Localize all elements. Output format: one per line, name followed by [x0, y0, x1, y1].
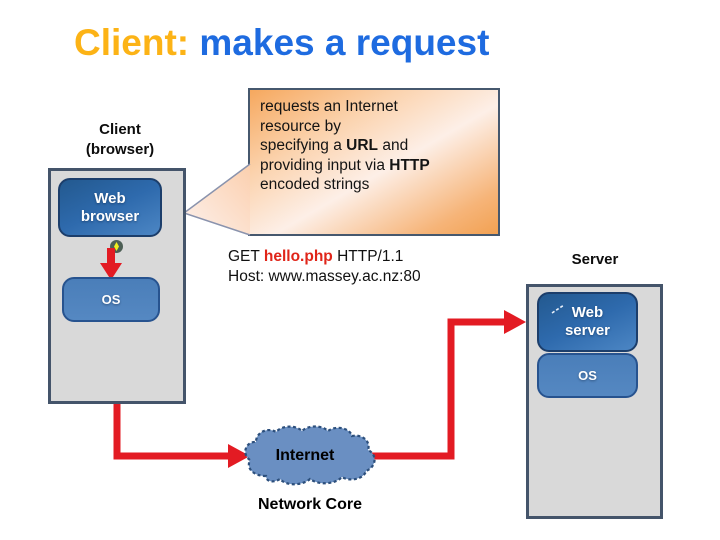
- client-label: Client (browser): [56, 120, 184, 160]
- arrowhead-to-server-icon: [504, 310, 526, 334]
- down-arrow-icon: [100, 248, 122, 280]
- network-core-label: Network Core: [257, 496, 363, 513]
- spark-icon: [114, 242, 119, 251]
- request-line: GET hello.php HTTP/1.1: [228, 247, 421, 267]
- server-os-box: OS: [537, 353, 638, 398]
- callout-line: resource by: [260, 117, 341, 135]
- web-server-label-line2: server: [564, 322, 611, 339]
- client-os-box: OS: [62, 277, 160, 322]
- callout-line: encoded strings: [260, 176, 370, 193]
- internet-cloud-shape: [244, 425, 376, 486]
- callout-text: specifying a: [260, 137, 347, 154]
- web-browser-label-line2: browser: [80, 207, 140, 225]
- http-request-text: GET hello.php HTTP/1.1 Host: www.massey.…: [228, 247, 421, 286]
- internet-cloud-label: Internet: [275, 447, 335, 464]
- request-host-line: Host: www.massey.ac.nz:80: [228, 267, 421, 285]
- request-method: GET: [228, 248, 264, 265]
- callout-text: providing input via: [260, 156, 390, 174]
- callout-line: specifying a URL and: [260, 136, 488, 156]
- callout-line: providing input via HTTP: [260, 156, 488, 176]
- client-label-line2: (browser): [85, 141, 155, 158]
- cloud-outline: [244, 425, 376, 486]
- shine-icon: [551, 304, 565, 314]
- web-server-box: Web server: [537, 292, 638, 352]
- title-request-part: makes a request: [199, 22, 490, 63]
- callout-text: and: [378, 137, 409, 154]
- arrow-internet-to-server: [372, 318, 508, 460]
- web-browser-box: Web browser: [58, 178, 162, 237]
- arrow-client-to-internet: [113, 404, 238, 460]
- web-browser-label-line1: Web: [94, 189, 126, 207]
- web-server-label-line1: Web: [571, 304, 604, 321]
- callout-tail-icon: [182, 163, 251, 236]
- page-title: Client: makes a request: [74, 22, 489, 64]
- client-os-label: OS: [101, 292, 121, 307]
- request-file: hello.php: [263, 248, 333, 265]
- callout-bubble: requests an Internet resource by specify…: [248, 88, 500, 236]
- request-protocol: HTTP/1.1: [332, 248, 404, 265]
- callout-line: requests an Internet: [260, 98, 398, 115]
- callout-url-bold: URL: [346, 137, 379, 154]
- server-label: Server: [571, 251, 619, 268]
- server-os-label: OS: [578, 368, 597, 383]
- title-client-part: Client:: [74, 22, 200, 63]
- server-box: Web server OS: [526, 284, 663, 519]
- client-label-line1: Client: [99, 121, 141, 138]
- client-box: Web browser OS: [48, 168, 186, 404]
- callout-http-bold: HTTP: [389, 156, 430, 174]
